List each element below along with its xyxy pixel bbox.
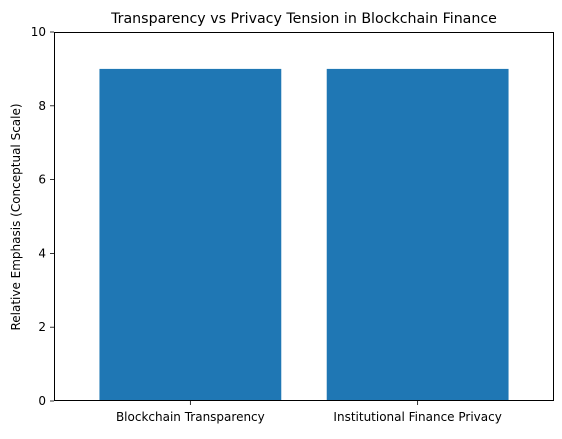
plot-frame <box>54 32 554 401</box>
y-tick-label-3: 6 <box>38 173 46 187</box>
y-tick-label-4: 8 <box>38 99 46 113</box>
y-tick-label-0: 0 <box>38 394 46 408</box>
x-tick-label-1: Institutional Finance Privacy <box>333 410 501 424</box>
bar-1 <box>326 68 509 402</box>
chart-title: Transparency vs Privacy Tension in Block… <box>110 11 497 27</box>
y-axis-label: Relative Emphasis (Conceptual Scale) <box>9 103 23 330</box>
bar-0 <box>99 68 282 402</box>
x-axis-ticks: Blockchain Transparency Institutional Fin… <box>116 401 502 424</box>
bars-group <box>99 68 509 402</box>
x-tick-label-0: Blockchain Transparency <box>116 410 265 424</box>
y-tick-label-1: 2 <box>38 320 46 334</box>
y-axis-ticks: 0 2 4 6 8 10 <box>31 25 54 408</box>
y-tick-label-5: 10 <box>31 25 46 39</box>
y-tick-label-2: 4 <box>38 246 46 260</box>
